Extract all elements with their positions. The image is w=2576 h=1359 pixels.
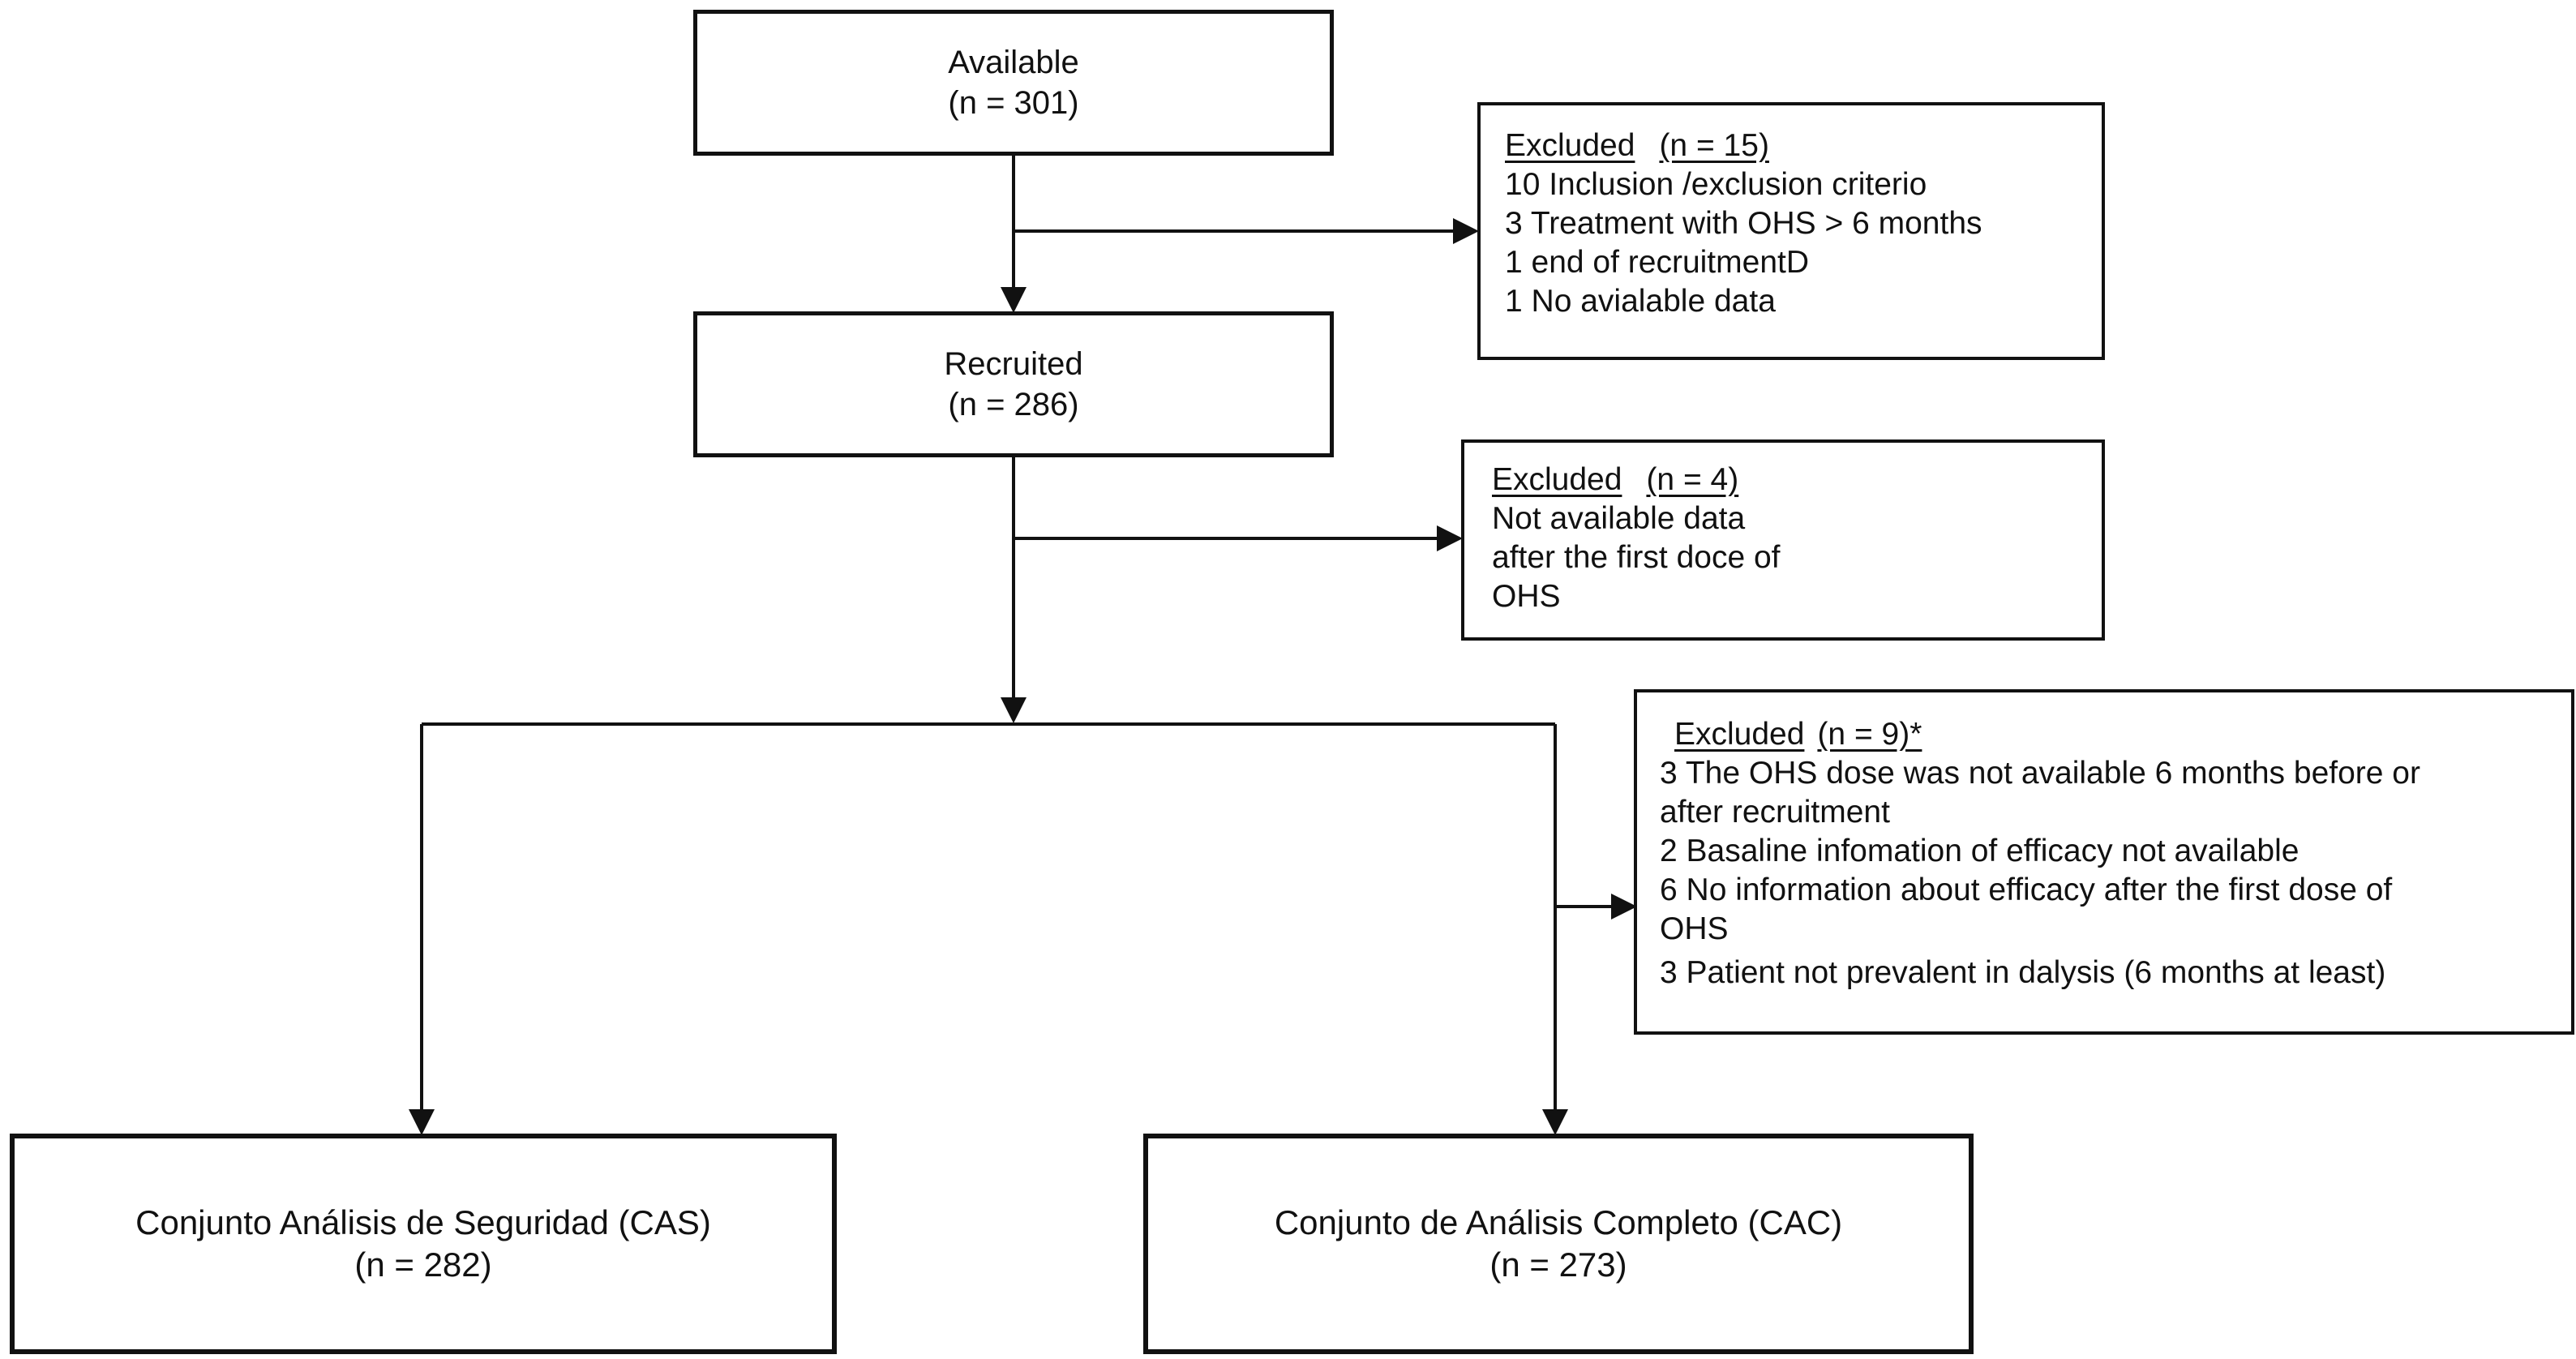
excluded-count-2: (n = 4) [1646,462,1739,497]
recruited-title: Recruited [944,346,1083,382]
excluded-header-3: Excluded (n = 9)* [1674,715,2571,754]
excluded-label-1: Excluded [1505,128,1635,163]
excluded-box-1: Excluded (n = 15) 10 Inclusion /exclusion… [1477,102,2105,360]
available-box: Available (n = 301) [693,10,1334,156]
excluded-item-1-3: 1 end of recruitmentD [1505,245,1810,280]
excluded-item-2-1: Not available data [1492,501,1746,536]
excluded-item-3-5: OHS [1660,911,1729,946]
cas-box: Conjunto Análisis de Seguridad (CAS) (n … [10,1134,837,1354]
excluded-header-1: Excluded (n = 15) [1505,126,2102,165]
cas-title: Conjunto Análisis de Seguridad (CAS) [135,1203,711,1241]
recruited-box: Recruited (n = 286) [693,311,1334,457]
excluded-item-2-3: OHS [1492,579,1561,614]
excluded-label-3: Excluded [1674,717,1805,752]
excluded-count-1: (n = 15) [1659,128,1769,163]
excluded-item-2-2: after the first doce of [1492,540,1781,575]
excluded-item-1-4: 1 No avialable data [1505,284,1776,319]
excluded-item-3-3: 2 Basaline infomation of efficacy not av… [1660,834,2300,868]
excluded-item-1-1: 10 Inclusion /exclusion criterio [1505,167,1927,202]
excluded-box-2: Excluded (n = 4) Not available data after… [1461,439,2105,641]
cas-count: (n = 282) [354,1245,492,1284]
excluded-box-3: Excluded (n = 9)* 3 The OHS dose was not … [1634,689,2574,1035]
cac-box: Conjunto de Análisis Completo (CAC) (n =… [1143,1134,1974,1354]
cac-count: (n = 273) [1489,1245,1627,1284]
available-title: Available [948,45,1079,80]
excluded-header-2: Excluded (n = 4) [1492,461,2102,499]
cac-title: Conjunto de Análisis Completo (CAC) [1274,1203,1843,1241]
available-count: (n = 301) [948,85,1079,121]
excluded-item-3-6: 3 Patient not prevalent in dalysis (6 mo… [1660,955,2386,990]
excluded-item-1-2: 3 Treatment with OHS > 6 months [1505,206,1982,241]
excluded-item-3-1: 3 The OHS dose was not available 6 month… [1660,756,2420,791]
excluded-label-2: Excluded [1492,462,1622,497]
recruited-count: (n = 286) [948,387,1079,422]
excluded-item-3-2: after recruitment [1660,795,1890,830]
excluded-count-3: (n = 9)* [1817,717,1922,752]
excluded-item-3-4: 6 No information about efficacy after th… [1660,872,2393,907]
